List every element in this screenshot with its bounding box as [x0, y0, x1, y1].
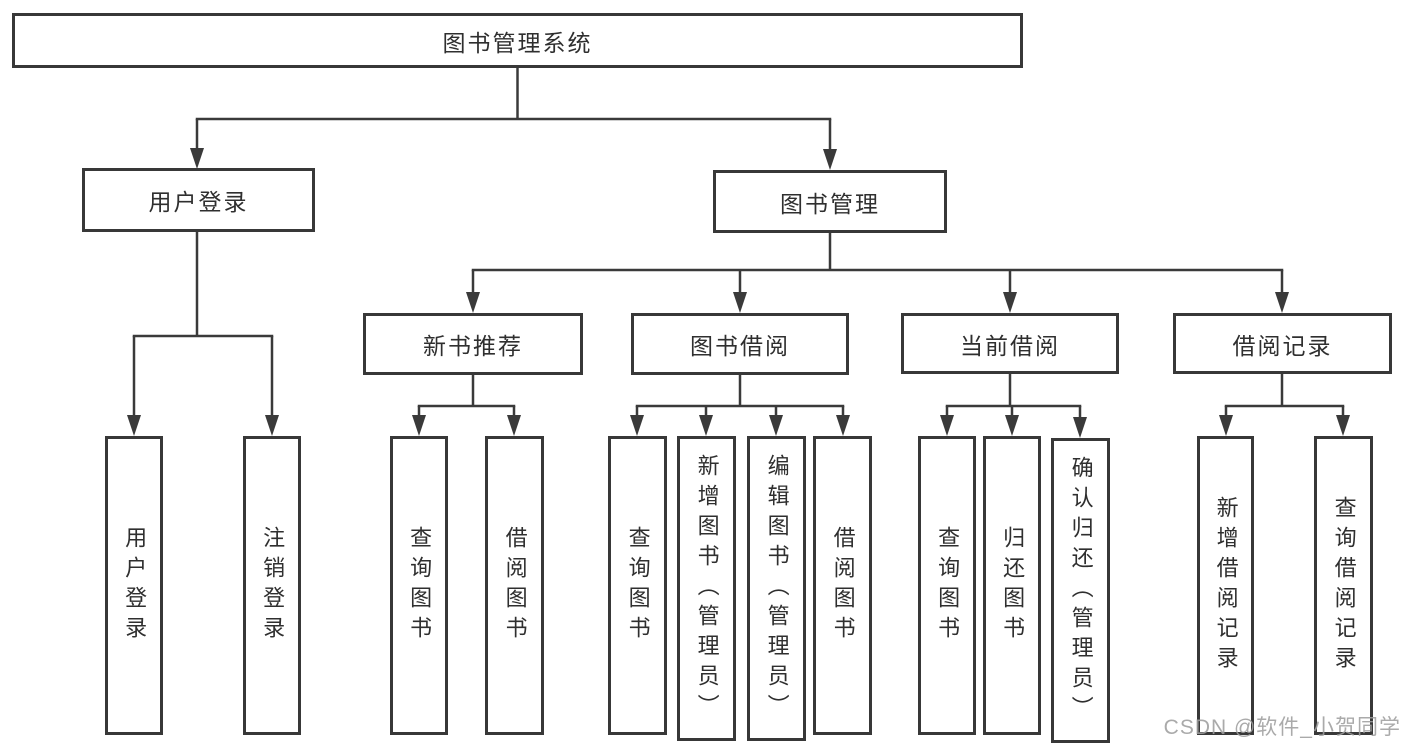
node-borrow-records: 借阅记录 [1173, 313, 1392, 374]
node-label: 当前借阅 [960, 332, 1060, 359]
connector-root-to-level2 [190, 68, 837, 170]
connector-current-to-leaves [940, 374, 1087, 438]
leaf-edit-book-admin: 编辑图书（管理员） [747, 436, 806, 741]
leaf-query-books-2: 查询图书 [608, 436, 667, 735]
leaf-return-book: 归还图书 [983, 436, 1041, 735]
connector-newbook-to-leaves [412, 375, 521, 436]
node-new-book-recommend: 新书推荐 [363, 313, 583, 375]
node-current-borrowing: 当前借阅 [901, 313, 1119, 374]
node-label: 用户登录 [122, 525, 148, 646]
node-label: 新增图书（管理员） [694, 453, 720, 724]
node-label: 编辑图书（管理员） [764, 453, 790, 724]
leaf-add-book-admin: 新增图书（管理员） [677, 436, 736, 741]
connector-userlogin-to-leaves [127, 232, 279, 436]
node-label: 查询图书 [625, 525, 651, 646]
node-label: 图书管理 [780, 190, 880, 217]
leaf-user-login: 用户登录 [105, 436, 163, 735]
node-label: 图书管理系统 [442, 29, 593, 56]
leaf-borrow-books-1: 借阅图书 [485, 436, 544, 735]
node-label: 确认归还（管理员） [1068, 455, 1094, 726]
node-label: 借阅图书 [830, 525, 856, 646]
leaf-confirm-return-admin: 确认归还（管理员） [1051, 438, 1110, 743]
node-label: 图书借阅 [690, 333, 790, 359]
leaf-query-borrow-record: 查询借阅记录 [1314, 436, 1373, 735]
node-book-borrowing: 图书借阅 [631, 313, 849, 375]
node-label: 查询图书 [407, 525, 433, 646]
leaf-logout: 注销登录 [243, 436, 301, 735]
node-label: 注销登录 [260, 525, 286, 646]
connector-borrowing-to-leaves [630, 375, 850, 436]
node-user-login: 用户登录 [82, 168, 315, 232]
node-label: 用户登录 [148, 189, 249, 215]
node-label: 新增借阅记录 [1213, 495, 1239, 676]
node-label: 归还图书 [1000, 525, 1026, 646]
node-book-management: 图书管理 [713, 170, 947, 233]
node-library-system: 图书管理系统 [12, 13, 1023, 68]
node-label: 查询图书 [935, 525, 961, 646]
connector-bookmgmt-to-level3 [466, 233, 1289, 313]
csdn-watermark: CSDN @软件_小贺同学 [1163, 716, 1401, 739]
node-label: 查询借阅记录 [1331, 495, 1357, 676]
node-label: 借阅图书 [502, 525, 528, 646]
connector-records-to-leaves [1219, 374, 1350, 436]
node-label: 新书推荐 [423, 333, 523, 359]
leaf-add-borrow-record: 新增借阅记录 [1197, 436, 1254, 735]
node-label: 借阅记录 [1232, 332, 1333, 359]
leaf-query-books-3: 查询图书 [918, 436, 976, 735]
leaf-borrow-books-2: 借阅图书 [813, 436, 872, 735]
leaf-query-books-1: 查询图书 [390, 436, 448, 735]
